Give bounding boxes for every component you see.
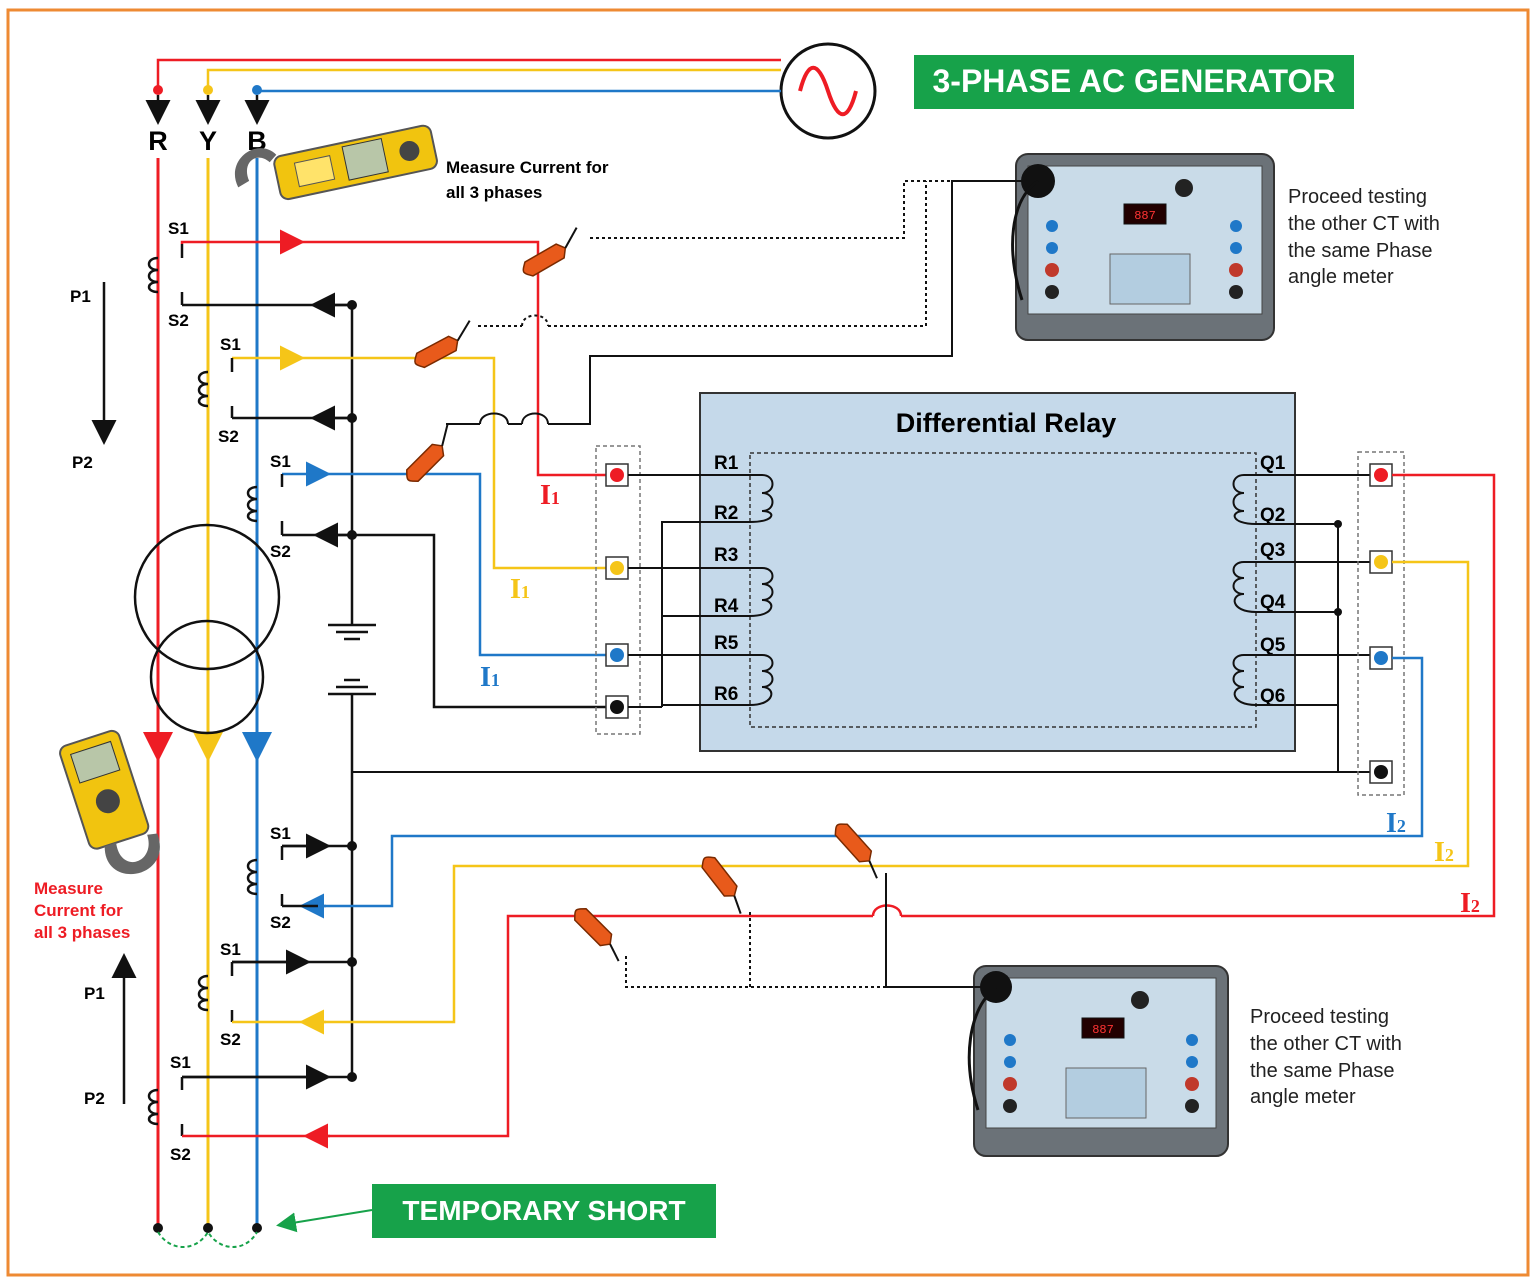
note-top-line1: Proceed testing	[1288, 186, 1427, 208]
note-bottom-line1: Proceed testing	[1250, 1006, 1389, 1028]
relay-terminal-q6: Q6	[1260, 686, 1285, 707]
phase-label-y: Y	[199, 126, 217, 156]
current-i2-red: I2	[1460, 888, 1480, 919]
current-i1-blue: I1	[480, 662, 500, 693]
relay-left-wiring	[628, 474, 750, 708]
temporary-short-tag	[372, 1184, 716, 1238]
ct-top-r-s1: S1	[168, 219, 189, 238]
direction-top-p1: P1	[70, 287, 91, 306]
current-probe-clip	[406, 422, 449, 482]
current-i2-blue: I2	[1386, 808, 1406, 839]
meter-bottom-text-line1: Measure	[34, 879, 103, 898]
relay-left-terminal-labels: R1 R2 R3 R4 R5 R6	[714, 453, 739, 705]
note-bottom-line4: angle meter	[1250, 1086, 1356, 1108]
ct-bottom-y-s2: S2	[220, 1030, 241, 1049]
ct-top-r-s2: S2	[168, 311, 189, 330]
ct-bottom-r-s1: S1	[170, 1053, 191, 1072]
note-top-line3: the same Phase	[1288, 240, 1433, 262]
current-probe-clip	[701, 856, 742, 914]
phase-angle-meter-icon: 887	[967, 965, 1229, 1157]
sine-wave-icon	[798, 66, 858, 116]
ct-bottom-junctions	[347, 841, 357, 1082]
ct-top-y-s1: S1	[220, 335, 241, 354]
meter-top-text-line1: Measure Current for	[446, 158, 609, 177]
current-probe-clip	[834, 823, 878, 879]
ct-top-y-s2: S2	[218, 427, 239, 446]
ct-bottom-b-s1: S1	[270, 824, 291, 843]
earth-symbol-top	[328, 623, 376, 641]
relay-title: Differential Relay	[896, 408, 1117, 438]
current-i1-yellow: I1	[510, 574, 530, 605]
ct-bottom-b-s2: S2	[270, 913, 291, 932]
earth-symbol-bottom	[328, 678, 376, 1077]
relay-terminal-r5: R5	[714, 633, 739, 654]
meter-top-text-line2: all 3 phases	[446, 183, 542, 202]
ct-top-b-s2: S2	[270, 542, 291, 561]
current-i2-yellow: I2	[1434, 837, 1454, 868]
phase-conductors	[156, 158, 259, 1225]
generator: 3-PHASE AC GENERATOR	[779, 42, 1354, 140]
relay-right-junctions	[1334, 520, 1342, 616]
svg-text:887: 887	[1092, 1023, 1114, 1037]
note-top-line2: the other CT with	[1288, 213, 1440, 235]
relay-terminal-r1: R1	[714, 453, 739, 474]
power-transformer-symbol	[133, 523, 281, 735]
ct-bottom-r-s2: S2	[170, 1145, 191, 1164]
direction-top-p2: P2	[72, 453, 93, 472]
differential-relay: Differential Relay	[699, 392, 1296, 752]
probe-leads-bottom	[625, 873, 990, 988]
phase-angle-meter-icon: 887	[1011, 153, 1275, 341]
relay-terminal-q5: Q5	[1260, 635, 1286, 656]
relay-right-terminal-labels: Q1 Q2 Q3 Q4 Q5 Q6	[1260, 453, 1286, 707]
relay-terminal-r3: R3	[714, 545, 738, 566]
current-probe-clip	[574, 908, 620, 962]
ct-top-b-s1: S1	[270, 452, 291, 471]
relay-right-terminal-strip	[1357, 451, 1405, 796]
current-probe-clip	[522, 227, 578, 277]
relay-terminal-r4: R4	[714, 596, 739, 617]
relay-left-terminal-strip	[595, 445, 641, 735]
probe-clips-bottom	[574, 823, 878, 962]
svg-text:887: 887	[1134, 209, 1156, 223]
temporary-short-label: TEMPORARY SHORT	[402, 1195, 685, 1226]
relay-terminal-r6: R6	[714, 684, 738, 705]
generator-tag	[914, 55, 1354, 109]
top-secondary-wiring	[300, 240, 606, 709]
clamp-meter-icon	[235, 124, 438, 201]
note-bottom-line3: the same Phase	[1250, 1060, 1395, 1082]
ct-top-junctions	[347, 300, 357, 540]
relay-terminal-q3: Q3	[1260, 540, 1285, 561]
ct-bottom-group	[147, 833, 352, 1138]
note-bottom-line2: the other CT with	[1250, 1033, 1402, 1055]
note-top-line4: angle meter	[1288, 266, 1394, 288]
temporary-short: TEMPORARY SHORT	[153, 1184, 716, 1248]
outer-frame	[6, 8, 1530, 1277]
relay-terminal-r2: R2	[714, 503, 738, 524]
current-probe-clip	[414, 320, 471, 369]
meter-bottom-text-line2: Current for	[34, 901, 123, 920]
relay-terminal-q1: Q1	[1260, 453, 1286, 474]
generator-feed-lines	[156, 58, 781, 93]
clamp-meter-icon	[59, 729, 160, 874]
ct-bottom-y-s1: S1	[220, 940, 241, 959]
relay-terminal-q2: Q2	[1260, 505, 1285, 526]
relay-terminal-q4: Q4	[1260, 592, 1286, 613]
meter-bottom-text-line3: all 3 phases	[34, 923, 130, 942]
probe-clips-top	[406, 227, 578, 482]
generator-label: 3-PHASE AC GENERATOR	[932, 63, 1335, 99]
relay-right-wiring	[352, 474, 1372, 773]
phase-drop-points	[145, 85, 270, 125]
ct-top-r-coil	[147, 256, 159, 294]
current-i1-red: I1	[540, 480, 560, 511]
probe-leads-top	[446, 180, 1024, 425]
bottom-secondary-wiring	[318, 473, 1496, 1138]
direction-bottom-p2: P2	[84, 1089, 105, 1108]
phase-direction-arrows	[143, 720, 272, 762]
ct-top-group	[147, 229, 354, 625]
phase-label-r: R	[148, 126, 168, 156]
direction-bottom-p1: P1	[84, 984, 105, 1003]
